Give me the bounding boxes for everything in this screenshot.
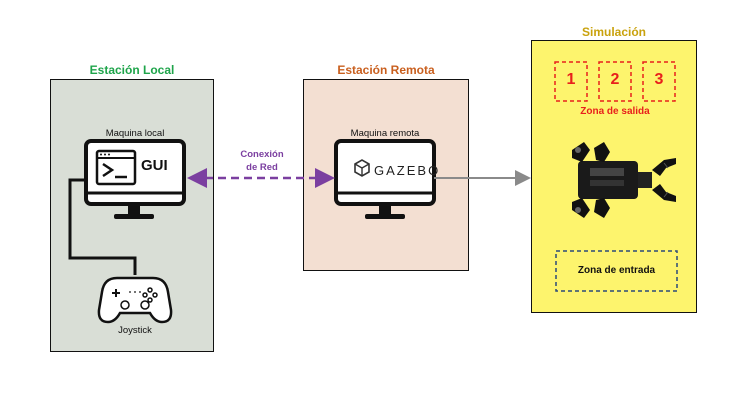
exit-zone-label: Zona de salida [580, 106, 650, 117]
exit-zone-2-number: 2 [610, 71, 620, 88]
joystick-icon [97, 276, 173, 324]
exit-zone-3 [642, 61, 676, 102]
joystick-cable [68, 178, 137, 275]
exit-zone-3-number: 3 [654, 71, 664, 88]
local-monitor-icon [84, 139, 186, 219]
connection-label-line1: Conexión [240, 149, 284, 160]
exit-zone-1-number: 1 [566, 71, 576, 88]
entry-zone-label: Zona de entrada [577, 265, 656, 276]
joystick-label: Joystick [118, 325, 152, 336]
gazebo-screen-text: GAZEBO [374, 163, 441, 178]
local-station-title: Estación Local [89, 63, 175, 77]
connection-label-line2: de Red [246, 162, 278, 173]
local-machine-label: Maquina local [105, 128, 165, 139]
remote-machine-label: Maquina remota [350, 128, 420, 139]
remote-monitor-icon [334, 139, 436, 219]
simulation-title: Simulación [581, 25, 646, 39]
exit-zone-2 [598, 61, 632, 102]
robot-icon [572, 142, 676, 218]
exit-zone-1 [554, 61, 588, 102]
gui-screen-text: GUI [141, 157, 168, 174]
entry-zone [555, 250, 678, 292]
remote-station-title: Estación Remota [337, 63, 435, 77]
